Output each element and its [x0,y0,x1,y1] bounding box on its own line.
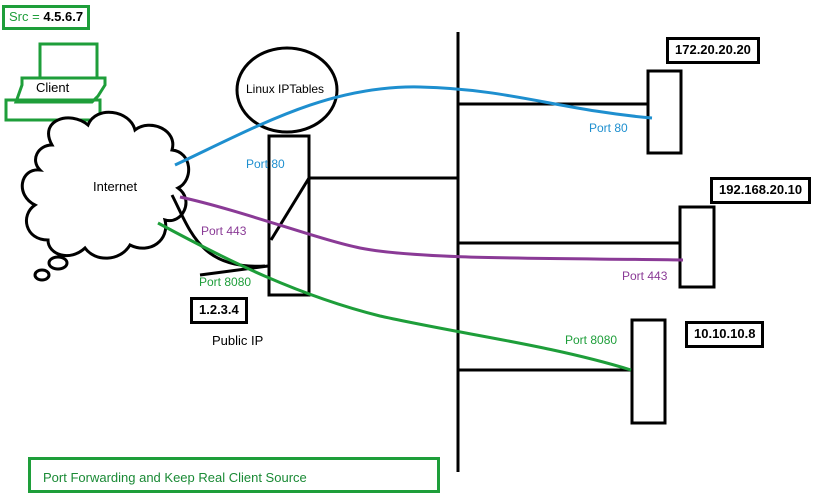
flow-label-port-443: Port 443 [201,224,247,238]
router-box-diagonal [269,177,311,241]
server-1-port-label: Port 80 [589,121,628,135]
public-ip-link [199,264,269,277]
source-ip-prefix: Src = [9,9,40,24]
internet-label: Internet [93,179,138,194]
caption-text: Port Forwarding and Keep Real Client Sou… [43,470,307,485]
server-2-port-label: Port 443 [622,269,668,283]
server-3-port-label: Port 8080 [565,333,618,347]
flow-port-8080 [157,221,632,372]
public-ip-label: Public IP [212,333,264,348]
iptables-label: Linux IPTables [246,82,325,96]
flow-port-443 [179,195,684,262]
server-3-box [630,318,667,425]
source-ip-box: Src = 4.5.6.7 [2,5,91,30]
public-ip-box: 1.2.3.4 [190,297,248,324]
internet-cloud-icon [20,110,191,260]
flow-label-port-8080: Port 8080 [199,275,252,289]
server-1-ip: 172.20.20.20 [666,37,760,64]
flow-port-80 [174,85,653,167]
caption-box: Port Forwarding and Keep Real Client Sou… [28,457,440,493]
router-box [267,134,311,297]
server-2-ip: 192.168.20.10 [710,177,812,204]
client-label: Client [36,80,70,95]
flow-label-port-80: Port 80 [246,157,285,171]
thought-bubbles [33,255,69,282]
server-3-ip: 10.10.10.8 [685,321,765,348]
iptables-ellipse [235,46,339,134]
server-1-box [646,69,683,155]
source-ip-value: 4.5.6.7 [43,9,84,24]
server-2-box [678,205,716,289]
